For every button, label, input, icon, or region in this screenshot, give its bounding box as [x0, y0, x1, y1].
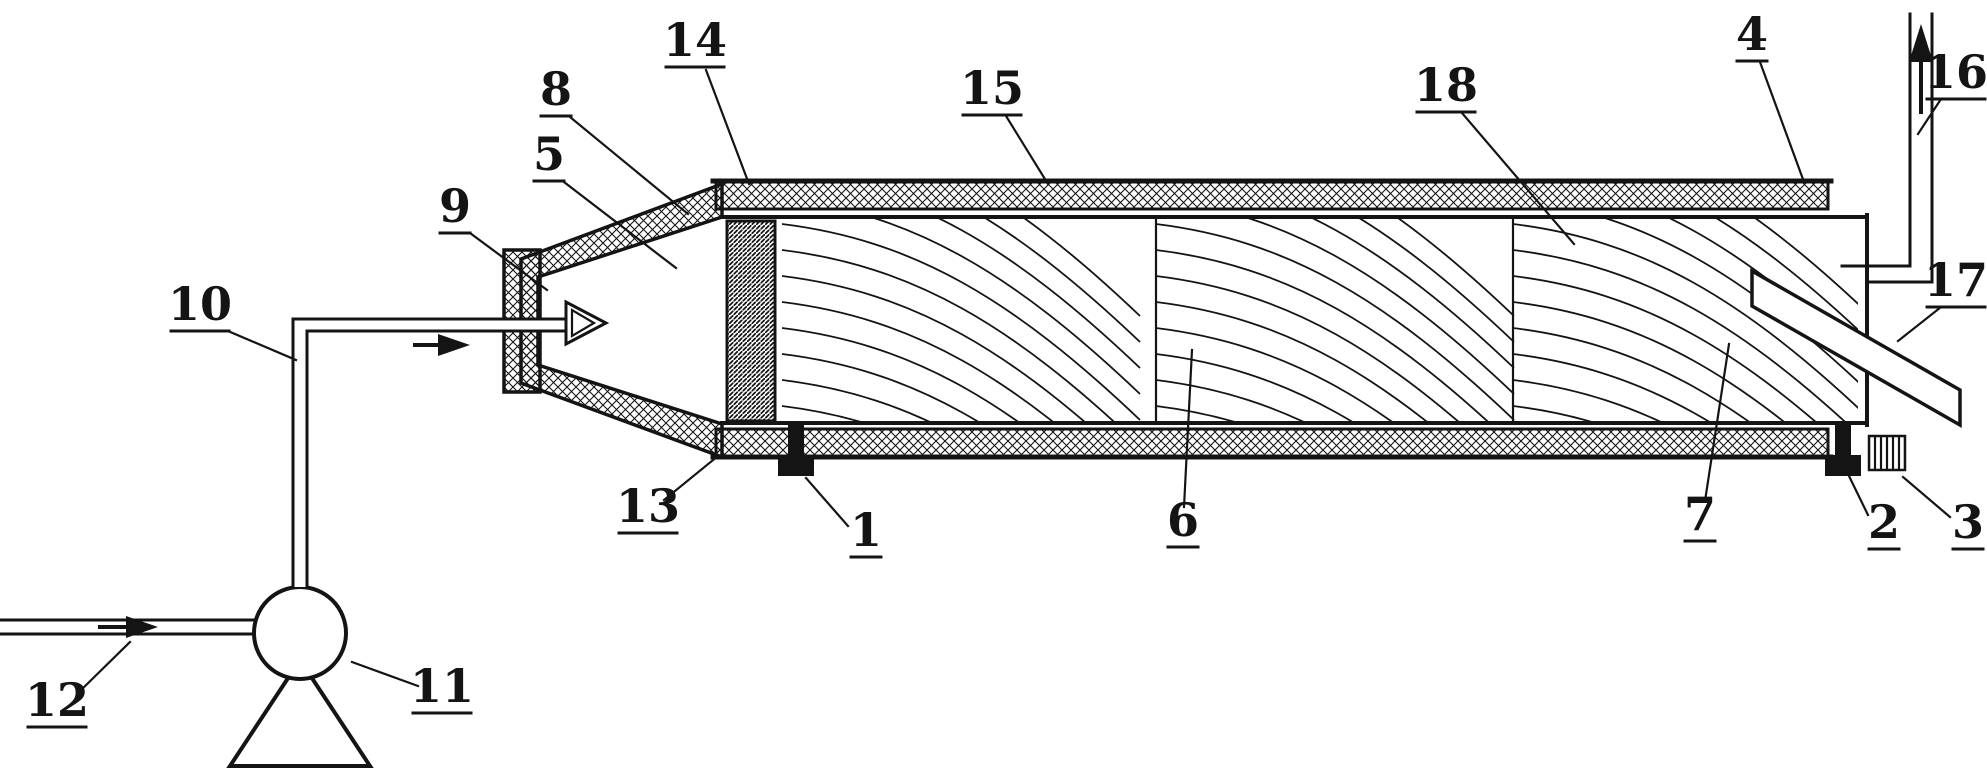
- label-3: 3: [1901, 475, 1985, 551]
- label-10: 10: [168, 277, 298, 362]
- leader-line: [1758, 60, 1806, 184]
- leader-line: [1182, 348, 1194, 509]
- label-text: 17: [1924, 253, 1987, 307]
- spray-nozzle: [564, 299, 610, 347]
- arrow-head: [1909, 24, 1933, 62]
- riser-pipe-outer-wall: [291, 317, 568, 589]
- leader-line: [1004, 114, 1050, 186]
- label-1: 1: [804, 476, 883, 559]
- support-foot-left: [778, 425, 814, 476]
- label-13: 13: [616, 454, 720, 535]
- nozzle-inner: [570, 308, 597, 338]
- pump-base: [226, 656, 374, 768]
- riser-pipe: [291, 317, 568, 589]
- label-text: 13: [616, 479, 680, 533]
- top-insulation-band: [714, 180, 1830, 211]
- label-text: 16: [1924, 45, 1987, 99]
- label-18: 18: [1414, 58, 1576, 246]
- label-11: 11: [350, 659, 474, 715]
- leader-line: [226, 329, 298, 362]
- flow-arrow-up-icon: [1909, 24, 1933, 114]
- label-text: 5: [533, 127, 565, 181]
- labels: 14 8 5 9 10 15: [25, 7, 1987, 729]
- label-14: 14: [663, 13, 751, 186]
- label-text: 10: [168, 277, 232, 331]
- label-text: 11: [410, 659, 474, 713]
- label-text: 18: [1414, 58, 1478, 112]
- label-4: 4: [1735, 7, 1806, 184]
- feed-inlet-pipe: [0, 616, 258, 638]
- support-foot-right: [1825, 425, 1861, 476]
- leader-line: [1916, 97, 1943, 136]
- label-text: 3: [1952, 495, 1984, 549]
- label-8: 8: [539, 62, 690, 216]
- leader-line: [1896, 305, 1943, 343]
- label-text: 8: [540, 62, 572, 116]
- leader-line: [1847, 474, 1870, 517]
- label-5: 5: [532, 127, 678, 270]
- label-text: 15: [960, 61, 1024, 115]
- flow-arrow-right-icon: [413, 334, 470, 356]
- leader-line: [568, 115, 690, 216]
- label-text: 9: [439, 179, 471, 233]
- leader-line: [562, 180, 678, 270]
- leader-line: [704, 68, 751, 186]
- leader-line: [76, 640, 132, 695]
- leader-line: [1460, 111, 1576, 246]
- discharge-chute: [1750, 267, 1962, 429]
- label-text: 12: [25, 673, 89, 727]
- leader-line: [468, 231, 549, 292]
- pump-body: [252, 585, 348, 681]
- pump: [226, 585, 374, 768]
- label-text: 6: [1167, 493, 1199, 547]
- feed-distributor-block: [725, 219, 777, 423]
- drum-shell: [710, 178, 1869, 460]
- label-17: 17: [1896, 253, 1987, 343]
- riser-pipe-inner-wall: [305, 329, 568, 589]
- label-9: 9: [438, 179, 549, 292]
- leader-line: [350, 660, 420, 688]
- ribbed-block: [1867, 434, 1907, 472]
- label-6: 6: [1166, 348, 1200, 549]
- label-text: 7: [1684, 487, 1716, 541]
- label-7: 7: [1683, 342, 1731, 543]
- label-text: 1: [850, 503, 882, 557]
- leader-line: [1703, 342, 1731, 503]
- bottom-insulation-band: [714, 427, 1830, 458]
- leader-line: [662, 454, 720, 502]
- flow-arrow-right-icon: [98, 616, 158, 638]
- drum-interior: [724, 219, 1865, 421]
- label-text: 2: [1868, 495, 1900, 549]
- label-15: 15: [960, 61, 1050, 186]
- leader-line: [1901, 475, 1952, 519]
- arrow-head: [126, 616, 158, 638]
- label-text: 14: [663, 13, 727, 67]
- arrow-head: [438, 334, 470, 356]
- exhaust-pipe: [1840, 12, 1934, 284]
- leader-line: [804, 476, 850, 528]
- label-2: 2: [1847, 474, 1901, 551]
- label-12: 12: [25, 640, 132, 729]
- label-text: 4: [1736, 7, 1768, 61]
- label-16: 16: [1916, 45, 1987, 136]
